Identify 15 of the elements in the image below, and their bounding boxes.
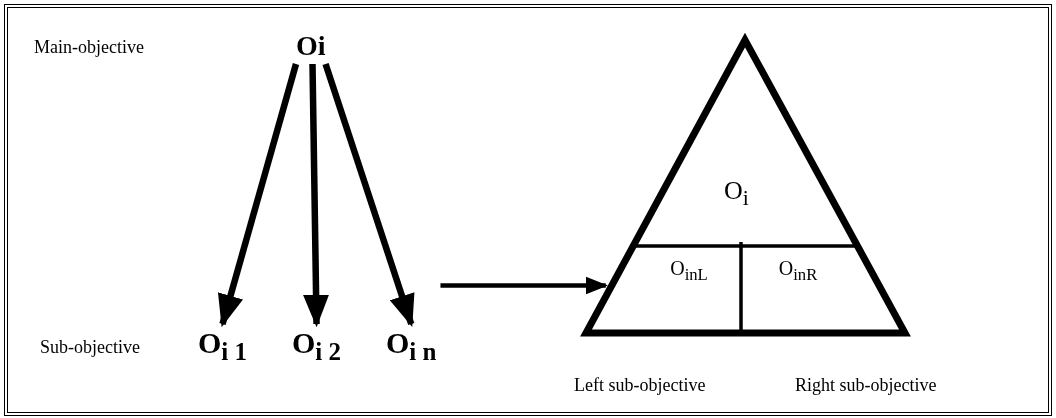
- text-label: Sub-objective: [40, 338, 140, 356]
- arrow: [303, 63, 330, 328]
- text-label: Main-objective: [34, 38, 144, 56]
- arrow: [440, 276, 609, 295]
- node-text: O$_{inR}$: [778, 258, 818, 284]
- objective-symbol: O$_{i n}$: [386, 328, 437, 364]
- objective-symbol: O$_{i 2}$: [292, 328, 342, 364]
- objective-symbol: Oi: [296, 32, 326, 60]
- text-label: Left sub-objective: [574, 376, 706, 394]
- node-text: O$_{i}$: [724, 178, 749, 210]
- node-text: O$_{inL}$: [670, 258, 708, 284]
- arrow: [322, 63, 415, 328]
- arrow: [217, 63, 300, 328]
- objective-symbol: O$_{i 1}$: [198, 328, 248, 364]
- text-label: Right sub-objective: [795, 376, 937, 394]
